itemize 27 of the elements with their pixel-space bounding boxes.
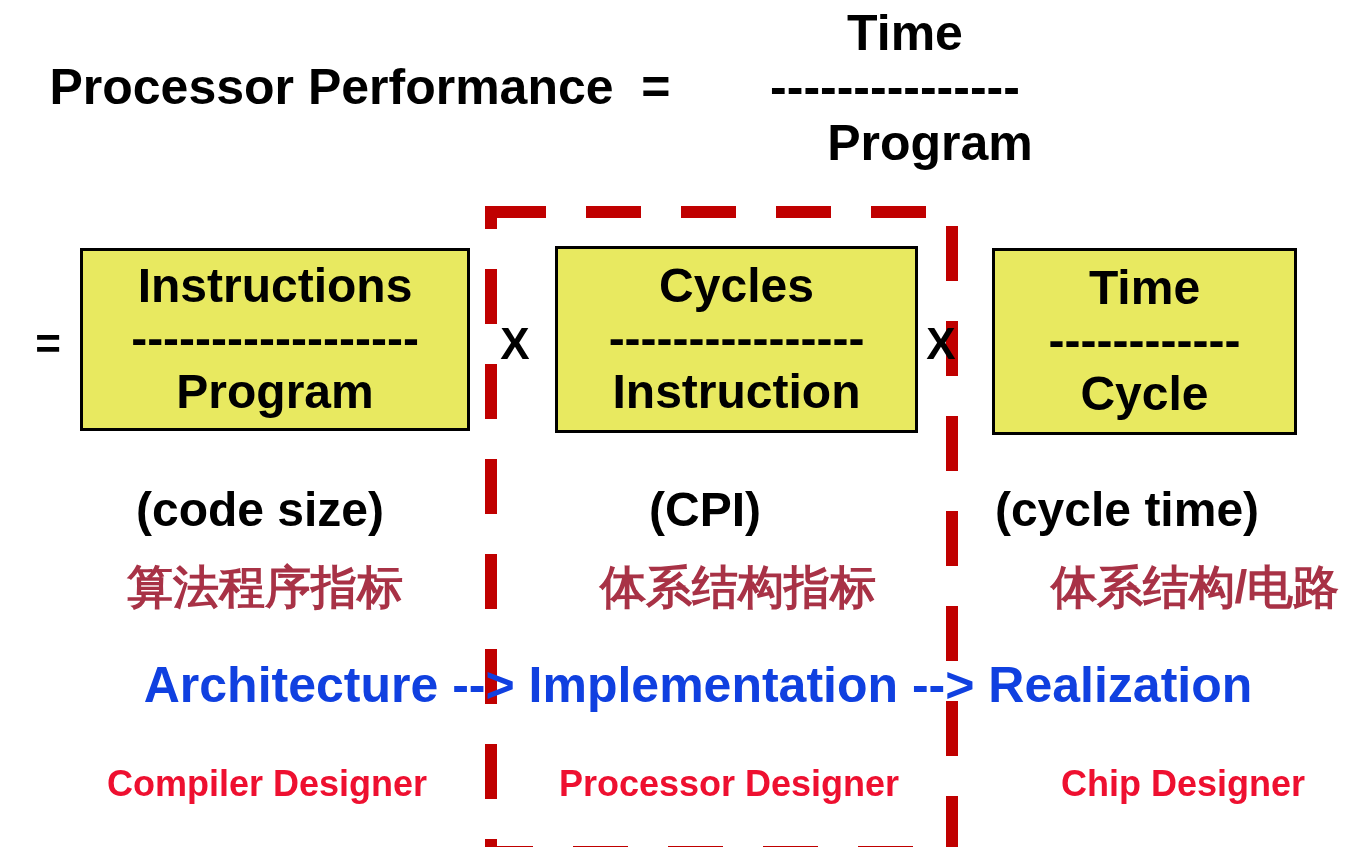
fraction-bar-dashes: --------------- [770, 62, 1020, 112]
fraction-bar-dashes: ---------------- [608, 313, 865, 366]
formula-term: Cycles [659, 260, 814, 314]
formula-term: Time [847, 8, 963, 58]
formula-text: Processor Performance = [49, 62, 671, 112]
role-label: Compiler Designer [106, 766, 428, 802]
formula-box [992, 248, 1297, 435]
formula-box [80, 248, 470, 431]
formula-term: Instruction [612, 365, 861, 419]
metric-name: (code size) [135, 486, 385, 534]
multiply-sign: X [500, 322, 530, 366]
metric-category: 体系结构指标 [600, 564, 876, 610]
formula-term: Cycle [1080, 367, 1209, 421]
equals-sign: = [35, 322, 61, 366]
formula-term: Time [1088, 262, 1201, 316]
metric-category: 体系结构/电路 [1050, 564, 1340, 610]
formula-term: Program [827, 118, 1033, 168]
role-label: Processor Designer [558, 766, 900, 802]
metric-name: (cycle time) [994, 486, 1260, 534]
fraction-bar-dashes: ------------------ [131, 313, 419, 366]
role-label: Chip Designer [1061, 766, 1305, 802]
metric-name: (CPI) [649, 486, 761, 534]
formula-term: Instructions [137, 260, 413, 314]
metric-category: 算法程序指标 [127, 564, 403, 610]
fraction-bar-dashes: ------------ [1048, 315, 1241, 368]
formula-term: Program [176, 365, 374, 419]
formula-box [555, 246, 918, 433]
